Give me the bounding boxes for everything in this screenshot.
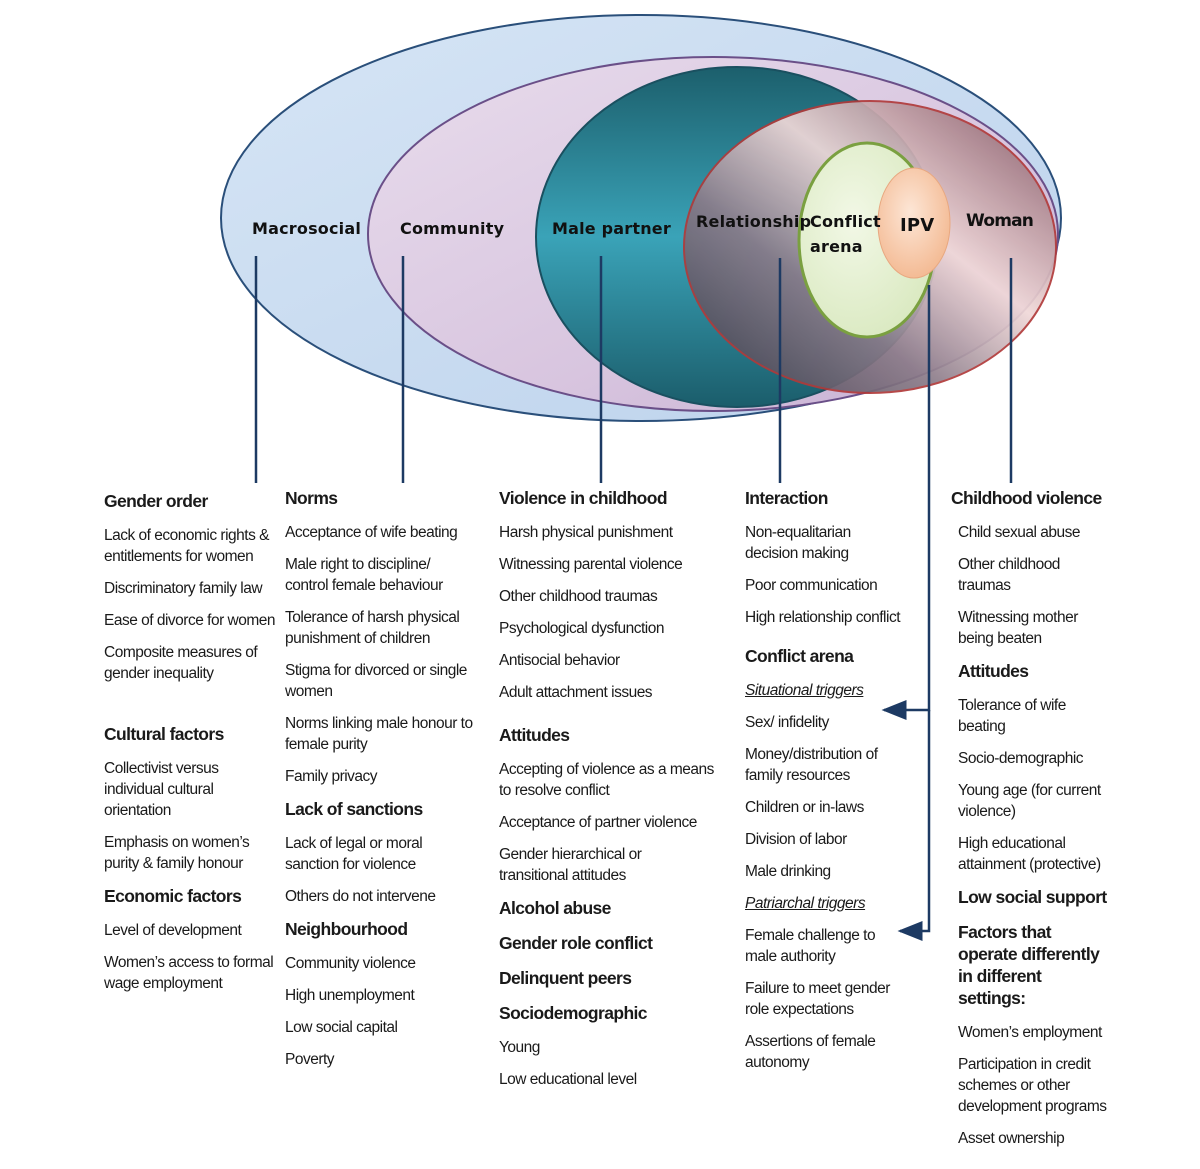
heading-economic-factors: Economic factors [104, 886, 242, 906]
level-label-conflict-arena-1: Conflict [810, 212, 881, 231]
heading-attitudes: Attitudes [499, 725, 570, 745]
list-item: Acceptance of wife beating [285, 524, 458, 541]
subheading-situational-triggers: Situational triggers [745, 682, 864, 699]
heading-neighbourhood: Neighbourhood [285, 919, 408, 939]
list-item: Other childhood traumas [958, 556, 1060, 594]
list-item: Witnessing mother being beaten [958, 609, 1078, 647]
list-item: Community violence [285, 955, 416, 972]
list-item: Adult attachment issues [499, 684, 653, 701]
ipv-ellipse [877, 167, 951, 279]
list-item: Young [499, 1039, 540, 1056]
heading-interaction: Interaction [745, 488, 828, 508]
list-item: Child sexual abuse [958, 524, 1080, 541]
heading-alcohol-abuse: Alcohol abuse [499, 898, 611, 918]
list-item: Low educational level [499, 1071, 637, 1088]
level-label-relationship: Relationship [696, 212, 811, 231]
list-item: Socio-demographic [958, 750, 1084, 767]
heading-low-social-support: Low social support [958, 887, 1107, 907]
level-label-conflict-arena-2: arena [810, 237, 863, 256]
list-item: Discriminatory family law [104, 580, 263, 597]
heading-childhood-violence: Childhood violence [951, 488, 1102, 508]
list-item: High relationship conflict [745, 609, 901, 626]
list-item: Children or in-laws [745, 799, 864, 816]
column-male-partner: Violence in childhood Harsh physical pun… [499, 487, 714, 1101]
list-item: Gender hierarchical or transitional atti… [499, 846, 642, 884]
heading-lack-of-sanctions: Lack of sanctions [285, 799, 423, 819]
list-item: Norms linking male honour to female puri… [285, 715, 473, 753]
heading-delinquent-peers: Delinquent peers [499, 968, 632, 988]
heading-sociodemographic: Sociodemographic [499, 1003, 648, 1023]
list-item: Others do not intervene [285, 888, 436, 905]
list-item: Participation in credit schemes or other… [958, 1056, 1107, 1115]
column-community: Norms Acceptance of wife beating Male ri… [285, 487, 475, 1081]
list-item: Lack of legal or moral sanction for viol… [285, 835, 423, 873]
heading-factors-different-settings: Factors that operate differently in diff… [958, 922, 1100, 1008]
list-item: Lack of economic rights & entitlements f… [104, 527, 269, 565]
level-label-community: Community [400, 219, 505, 238]
list-item: Sex/ infidelity [745, 714, 829, 731]
heading-conflict-arena: Conflict arena [745, 646, 854, 666]
list-item: Young age (for current violence) [958, 782, 1101, 820]
level-label-male-partner: Male partner [552, 219, 671, 238]
list-item: Harsh physical punishment [499, 524, 673, 541]
list-item: Money/distribution of family resources [745, 746, 878, 784]
list-item: Male right to discipline/ control female… [285, 556, 443, 594]
list-item: High educational attainment (protective) [958, 835, 1101, 873]
list-item: Composite measures of gender inequality [104, 644, 258, 682]
list-item: Poor communication [745, 577, 878, 594]
list-item: Failure to meet gender role expectations [745, 980, 890, 1018]
heading-violence-in-childhood: Violence in childhood [499, 488, 668, 508]
list-item: Low social capital [285, 1019, 398, 1036]
list-item: Collectivist versus individual cultural … [104, 760, 219, 819]
heading-cultural-factors: Cultural factors [104, 724, 224, 744]
list-item: Psychological dysfunction [499, 620, 665, 637]
list-item: Tolerance of harsh physical punishment o… [285, 609, 460, 647]
list-item: Tolerance of wife beating [958, 697, 1066, 735]
list-item: Male drinking [745, 863, 831, 880]
heading-attitudes-woman: Attitudes [958, 661, 1029, 681]
level-label-woman: Woman [966, 211, 1033, 231]
list-item: Women’s employment [958, 1024, 1102, 1041]
list-item: Poverty [285, 1051, 335, 1068]
level-label-ipv: IPV [900, 215, 934, 236]
list-item: Female challenge to male authority [745, 927, 876, 965]
subheading-patriarchal-triggers: Patriarchal triggers [745, 895, 866, 912]
list-item: Witnessing parental violence [499, 556, 683, 573]
list-item: Other childhood traumas [499, 588, 658, 605]
list-item: Ease of divorce for women [104, 612, 276, 629]
heading-gender-role-conflict: Gender role conflict [499, 933, 653, 953]
list-item: Accepting of violence as a means to reso… [499, 761, 714, 799]
list-item: Asset ownership [958, 1130, 1065, 1147]
column-relationship: Interaction Non-equalitarian decision ma… [745, 487, 905, 1084]
list-item: Women’s access to formal wage employment [104, 954, 274, 992]
list-item: Assertions of female autonomy [745, 1033, 876, 1071]
list-item: Division of labor [745, 831, 847, 848]
connector-ipv-patriarchal-arrow [897, 710, 931, 941]
list-item: Acceptance of partner violence [499, 814, 697, 831]
list-item: Level of development [104, 922, 242, 939]
heading-norms: Norms [285, 488, 338, 508]
list-item: High unemployment [285, 987, 415, 1004]
list-item: Stigma for divorced or single women [285, 662, 467, 700]
level-label-macrosocial: Macrosocial [252, 219, 361, 238]
column-woman: Childhood violence Child sexual abuse Ot… [951, 487, 1116, 1160]
list-item: Antisocial behavior [499, 652, 620, 669]
list-item: Emphasis on women’s purity & family hono… [104, 834, 250, 872]
heading-gender-order: Gender order [104, 491, 208, 511]
list-item: Family privacy [285, 768, 378, 785]
column-macrosocial: Gender order Lack of economic rights & e… [104, 490, 279, 1005]
list-item: Non-equalitarian decision making [745, 524, 851, 562]
